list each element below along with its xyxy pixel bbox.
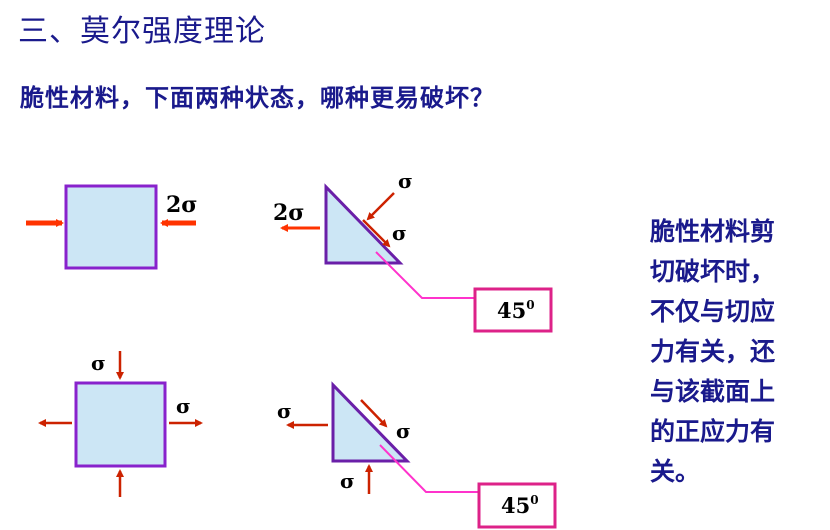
explanation-note: 脆性材料剪 切破坏时， 不仅与切应 力有关，还 与该截面上 的正应力有 关。 — [650, 217, 776, 486]
state2-square — [74, 381, 167, 468]
state1-triangle-top-label: σ — [398, 169, 413, 193]
state1-angle-box — [473, 287, 553, 333]
state1-angle-callout — [375, 251, 474, 299]
state1-triangle-hyp-label: σ — [392, 221, 407, 245]
state1-normal-arrow — [366, 192, 395, 221]
question-text: 脆性材料，下面两种状态，哪种更易破坏？ — [20, 84, 495, 112]
state2-square-top-label: σ — [91, 351, 106, 375]
state1-triangle-left-label: 2σ — [273, 200, 305, 226]
state1-triangle-group: 2σ σ σ 450 — [273, 169, 553, 333]
state2-square-right-label: σ — [176, 394, 191, 418]
state1-shear-arrow — [362, 219, 391, 248]
state2-triangle-left-label: σ — [277, 399, 292, 423]
state2-element: σ σ — [38, 351, 203, 497]
state2-angle-callout — [379, 444, 478, 493]
state1-square — [64, 184, 158, 270]
state1-angle-text: 450 — [497, 298, 535, 323]
state2-triangle-bottom-label: σ — [340, 469, 355, 493]
state2-angle-text: 450 — [501, 493, 539, 518]
state1-triangle — [324, 183, 404, 265]
state2-shear-arrow — [360, 399, 388, 428]
state1-square-label: 2σ — [166, 192, 198, 218]
state2-triangle — [331, 381, 411, 463]
page-title: 三、莫尔强度理论 — [18, 14, 266, 49]
state2-angle-box — [477, 482, 557, 529]
state1-element: 2σ — [26, 184, 198, 270]
state2-triangle-group: σ σ σ 450 — [277, 381, 557, 529]
state2-triangle-hyp-label: σ — [396, 419, 411, 443]
